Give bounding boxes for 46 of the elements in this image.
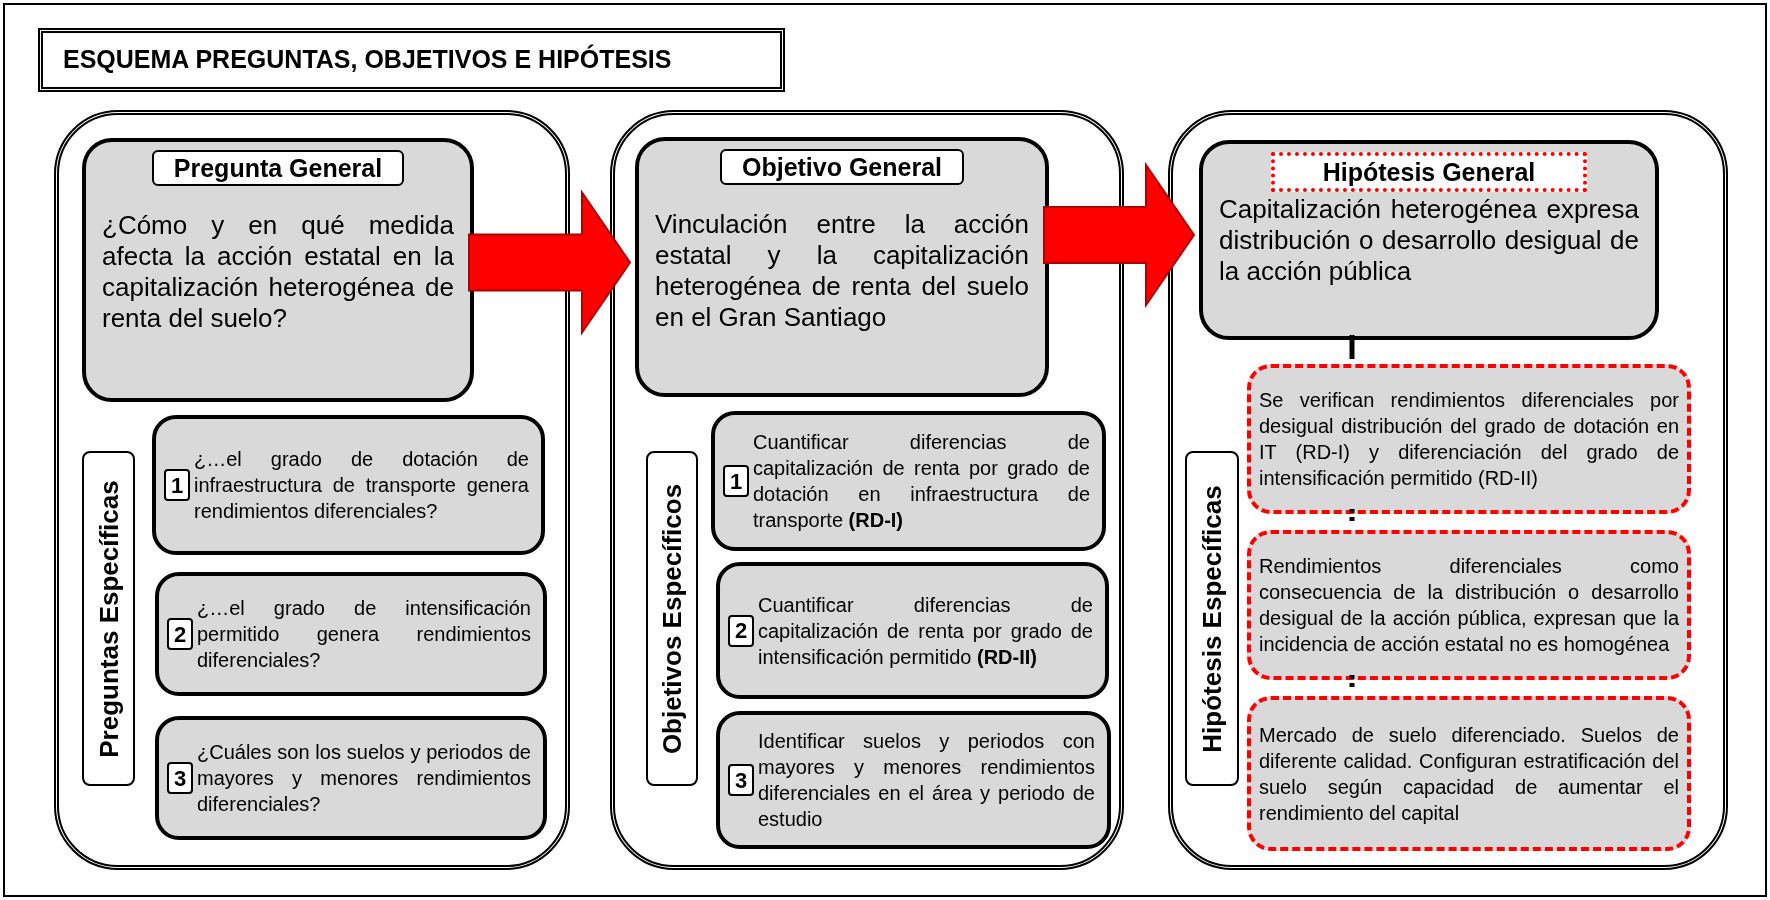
statement-text: Vinculación entre la acción estatal y la capitalización heterogénea de renta del suelo en el Gran Santiago <box>655 209 1029 333</box>
item-box <box>155 716 547 840</box>
heading-label: Objetivo General <box>719 149 965 185</box>
item-box <box>716 562 1109 699</box>
item-text: ¿…el grado de intensificación permitido genera rendimientos diferenciales? <box>197 596 531 673</box>
section-label <box>82 451 135 786</box>
column-panel <box>1168 110 1728 870</box>
vertical-heading: Hipótesis Específicas <box>1197 484 1227 753</box>
column-panel <box>610 110 1124 870</box>
number-badge: 2 <box>728 614 754 647</box>
item-box <box>716 711 1111 849</box>
number-badge: 1 <box>723 465 749 497</box>
column-panel <box>54 110 570 870</box>
number-badge: 2 <box>167 618 193 650</box>
heading-label: Pregunta General <box>151 150 405 186</box>
item-text: ¿Cuáles son los suelos y periodos de mayores y menores rendimientos diferenciales? <box>197 740 531 817</box>
hypothesis-box <box>1247 530 1691 680</box>
general-box <box>82 138 474 402</box>
item-text: Mercado de suelo diferenciado. Suelos de diferente calidad. Configuran estratificación del suelo según capacidad de aumentar el rendimiento del capital <box>1259 722 1679 826</box>
item-text: Rendimientos diferenciales como consecuencia de la distribución o desarrollo desigual de la acción pública, expresan que la incidencia de acción estatal no es homogénea <box>1259 554 1679 657</box>
number-badge: 3 <box>728 764 754 796</box>
item-box <box>155 572 547 696</box>
statement-text: Capitalización heterogénea expresa distribución o desarrollo desigual de la acción pública <box>1219 194 1639 287</box>
connector-line <box>1349 335 1355 359</box>
title-text: ESQUEMA PREGUNTAS, OBJETIVOS E HIPÓTESIS <box>63 43 672 76</box>
number-badge: 3 <box>167 762 193 794</box>
item-box <box>152 415 545 555</box>
vertical-heading: Preguntas Específicas <box>93 479 124 758</box>
item-text: Se verifican rendimientos diferenciales por desigual distribución del grado de dotación en IT (RD-I) y diferenciación del grado de intensificación permitido (RD-II) <box>1259 388 1679 491</box>
item-text: Cuantificar diferencias de capitalización de renta por grado de dotación en infraestructura de transporte (RD-I) <box>753 430 1090 533</box>
hypothesis-box <box>1247 696 1691 851</box>
item-text: Cuantificar diferencias de capitalización de renta por grado de intensificación permitido (RD-II) <box>758 592 1093 670</box>
section-label <box>1185 451 1239 786</box>
general-box <box>1199 140 1659 340</box>
item-text: ¿…el grado de dotación de infraestructura de transporte genera rendimientos diferenciales? <box>194 447 529 524</box>
vertical-heading: Objetivos Específicos <box>657 483 687 754</box>
block-arrow <box>468 189 632 336</box>
item-text: Identificar suelos y periodos con mayores y menores rendimientos diferenciales en el área y periodo de estudio <box>758 729 1095 832</box>
section-label <box>646 451 698 786</box>
heading-label: Hipótesis General <box>1270 152 1588 192</box>
number-badge: 1 <box>164 469 190 501</box>
hypothesis-box <box>1247 364 1691 514</box>
block-arrow <box>1043 161 1196 309</box>
general-box <box>635 137 1049 397</box>
item-box <box>711 411 1106 551</box>
statement-text: ¿Cómo y en qué medida afecta la acción estatal en la capitalización heterogénea de renta del suelo? <box>102 210 454 334</box>
